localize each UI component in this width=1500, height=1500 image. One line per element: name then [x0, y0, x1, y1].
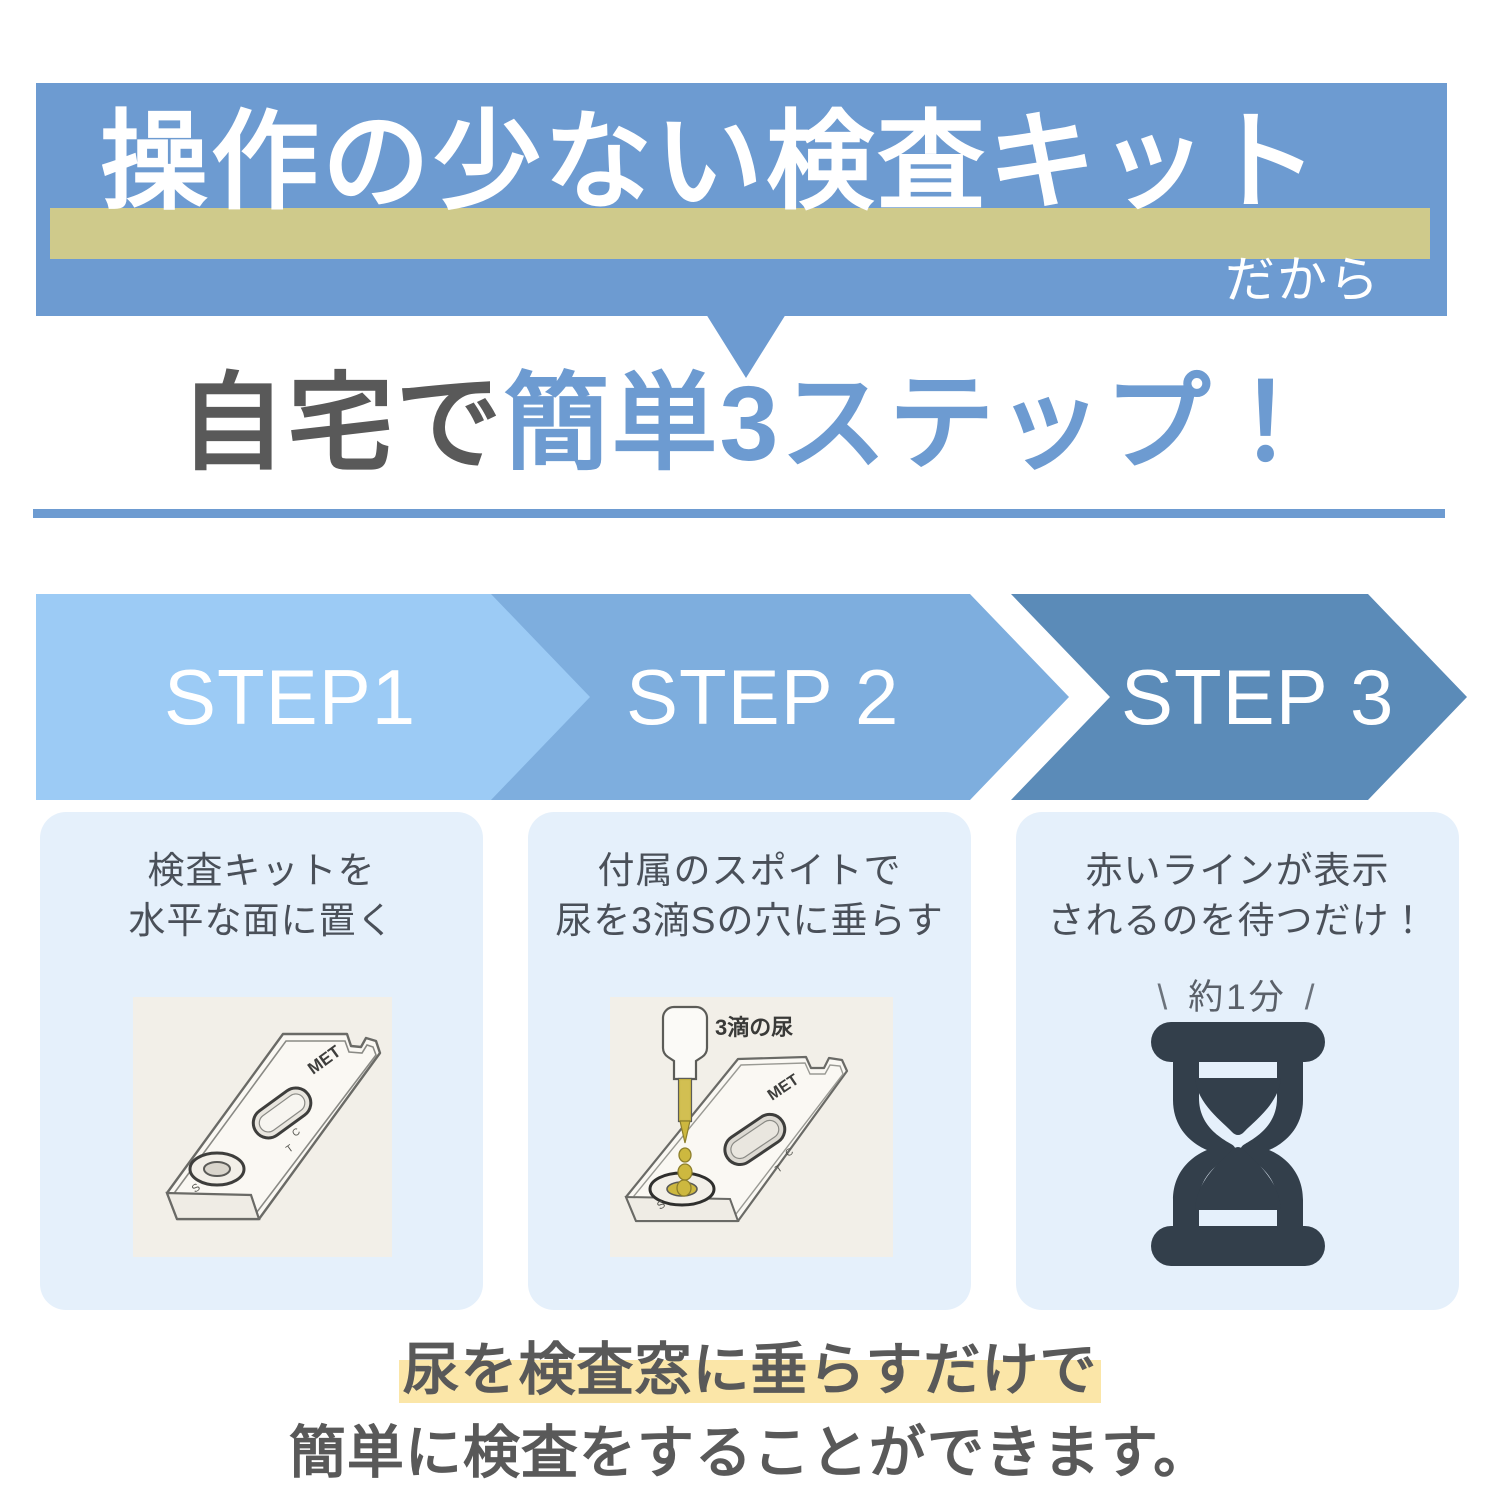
note-slash-right: /	[1304, 978, 1318, 1017]
step-arrow-1-label: STEP1	[164, 652, 417, 741]
footer-line-1: 尿を検査窓に垂らすだけで	[398, 1338, 1102, 1403]
step-arrow-1: STEP1	[36, 594, 595, 800]
sub-headline-dark-part: 自宅で	[179, 365, 504, 483]
header-banner-tail	[706, 314, 786, 378]
hourglass-icon	[1150, 1022, 1325, 1266]
step-card-2-line2: 尿を3滴Sの穴に垂らす	[555, 899, 944, 941]
step-card-1-line1: 検査キットを	[147, 850, 376, 891]
svg-text:T: T	[284, 1143, 295, 1155]
hourglass-icon-wrap	[1143, 1020, 1333, 1273]
header-kicker: 初めてでも安心！	[132, 20, 613, 85]
header-headline: 操作の少ない検査キット	[100, 101, 1322, 222]
step-card-3-text: 赤いラインが表示 されるのを待つだけ！	[1016, 846, 1459, 945]
test-cassette-photo: MET S C T	[133, 997, 392, 1257]
step-card-2-text: 付属のスポイトで 尿を3滴Sの穴に垂らす	[528, 846, 971, 945]
step-arrow-2: STEP 2	[491, 594, 1069, 800]
step-card-3: 赤いラインが表示 されるのを待つだけ！ \ 約1分 /	[1016, 812, 1459, 1310]
step-arrow-2-label: STEP 2	[626, 652, 900, 741]
step-card-2: 付属のスポイトで 尿を3滴Sの穴に垂らす M	[528, 812, 971, 1310]
step-card-3-time-note: \ 約1分 /	[1016, 980, 1459, 1015]
test-cassette-illustration: MET S C T	[133, 997, 392, 1257]
dropper-photo: MET C T S 3滴の尿	[610, 997, 893, 1257]
step-arrow-3: STEP 3	[1011, 594, 1467, 800]
sub-headline: 自宅で簡単3ステップ！	[0, 371, 1500, 477]
step-card-3-line1: 赤いラインが表示	[1085, 850, 1390, 891]
step-card-1-line2: 水平な面に置く	[128, 899, 395, 941]
svg-text:T: T	[774, 1163, 785, 1176]
note-duration: 約1分	[1188, 978, 1287, 1017]
header-banner	[36, 83, 1447, 316]
header-suffix: だから	[1225, 252, 1381, 308]
steps-arrow-bar: STEP1 STEP 2 STEP 3	[36, 594, 1467, 800]
note-slash-left: \	[1157, 978, 1171, 1017]
step-card-1: 検査キットを 水平な面に置く	[40, 812, 483, 1310]
step-card-2-line1: 付属のスポイトで	[597, 850, 902, 891]
step-card-3-line2: されるのを待つだけ！	[1047, 899, 1428, 941]
step-arrow-3-label: STEP 3	[1121, 652, 1395, 741]
sub-headline-blue-part: 簡単3ステップ！	[503, 365, 1321, 483]
header-highlight-band	[50, 208, 1430, 259]
step-card-1-text: 検査キットを 水平な面に置く	[40, 846, 483, 945]
horizontal-divider	[33, 509, 1445, 518]
dropper-caption: 3滴の尿	[715, 1015, 793, 1040]
footer-line-2: 簡単に検査をすることができます。	[288, 1420, 1212, 1485]
footer-message: 尿を検査窓に垂らすだけで 簡単に検査をすることができます。	[0, 1338, 1500, 1486]
dropper-over-cassette-illustration: MET C T S 3滴の尿	[610, 997, 893, 1257]
